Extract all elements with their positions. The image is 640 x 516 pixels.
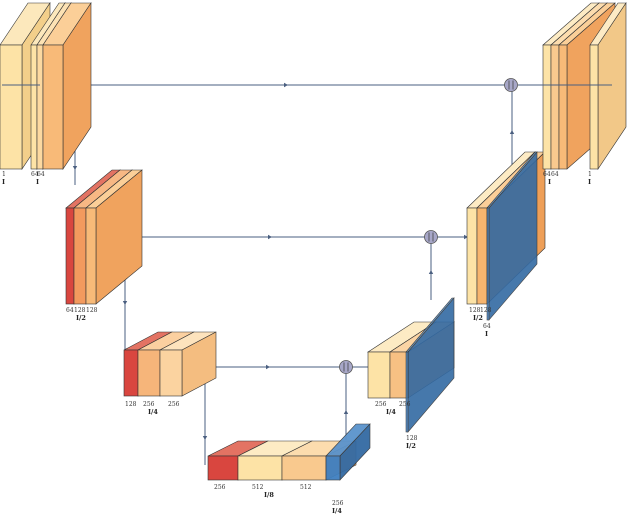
concat-node-level1 [504, 78, 518, 92]
down3-arrow [202, 436, 208, 440]
enc1-resolution-label: I [36, 178, 39, 186]
concat-node-level2 [424, 230, 438, 244]
dec2-channel-label-b: 128 [480, 307, 492, 314]
enc3-channel-label-a: 128 [125, 401, 137, 408]
up2-arrow [428, 270, 434, 274]
concat-node-level3 [339, 360, 353, 374]
bottleneck-resolution-label: I/8 [264, 491, 274, 499]
up1-arrow [343, 410, 349, 414]
up3-block [486, 151, 538, 321]
enc1-sheet-c [42, 2, 92, 170]
skip1-arrow-head [284, 82, 288, 88]
enc2-channel-label-c: 128 [86, 307, 98, 314]
up2-channel-label: 128 [406, 435, 418, 442]
enc1-channel-label-a: 64 [31, 171, 39, 178]
up3-arrow [509, 130, 515, 134]
bottleneck-channel-label-a: 256 [214, 484, 226, 491]
enc2-resolution-label: I/2 [76, 314, 86, 322]
enc3-block-c [159, 331, 217, 397]
bottleneck-channel-label-b: 512 [252, 484, 264, 491]
enc2-block-c [85, 169, 143, 305]
enc3-channel-label-b: 256 [143, 401, 155, 408]
input-channel-label: 1 [2, 171, 6, 178]
dec1-channel-label-a: 64 [543, 171, 551, 178]
dec3-resolution-label: I/4 [386, 408, 396, 416]
concat2-arrow [464, 234, 468, 240]
output-channel-label: 1 [588, 171, 592, 178]
enc2-channel-label-a: 64 [66, 307, 74, 314]
up1-block [325, 423, 371, 481]
enc2-channel-label-b: 128 [74, 307, 86, 314]
concat-nodes [339, 78, 518, 374]
dec1-resolution-label: I [548, 178, 551, 186]
up1-channel-label: 256 [332, 500, 344, 507]
up1-resolution-label: I/4 [332, 507, 342, 515]
up2-block [405, 297, 455, 433]
skip2-arrow-head [268, 234, 272, 240]
up2-resolution-label: I/2 [406, 442, 416, 450]
dec3-channel-label-a: 256 [375, 401, 387, 408]
output-sheet [589, 2, 627, 170]
bottleneck-channel-label-c: 512 [300, 484, 312, 491]
output-resolution-label: I [588, 178, 591, 186]
dec2-channel-label-a: 128 [469, 307, 481, 314]
down1-arrow [72, 166, 78, 170]
up3-resolution-label: I [485, 330, 488, 338]
enc1-channel-label-b: 64 [37, 171, 45, 178]
dec1-channel-label-b: 64 [551, 171, 559, 178]
down2-arrow [122, 301, 128, 305]
dec3-channel-label-b: 256 [399, 401, 411, 408]
input-resolution-label: I [2, 178, 5, 186]
feature-map-blocks [0, 2, 627, 481]
up3-channel-label: 64 [483, 323, 491, 330]
skip3-arrow-head [266, 364, 270, 370]
dec2-resolution-label: I/2 [473, 314, 483, 322]
enc3-channel-label-c: 256 [168, 401, 180, 408]
enc3-resolution-label: I/4 [148, 408, 158, 416]
